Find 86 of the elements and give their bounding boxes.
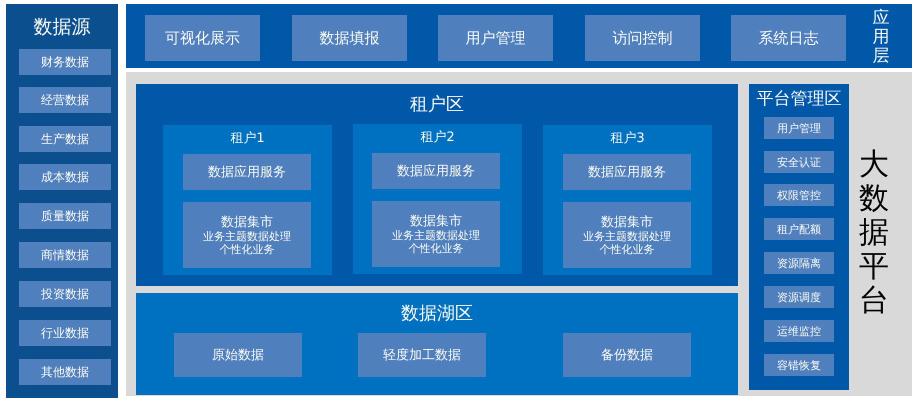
module-box [372, 153, 500, 189]
application-box [292, 15, 407, 61]
module-label: 访问控制 [612, 28, 672, 48]
module-label: 用户管理 [466, 28, 526, 48]
management-item-box [764, 320, 834, 342]
module-label: 资源隔离 [777, 256, 821, 270]
module-label: 经营数据 [41, 92, 89, 108]
zone-title: 平台管理区 [756, 88, 842, 110]
module-box [174, 333, 302, 377]
source-item-box [19, 164, 111, 190]
module-box [563, 154, 691, 190]
module-title: 数据集市 [410, 214, 462, 228]
module-description: 业务主题数据处理 [392, 228, 480, 242]
module-description: 业务主题数据处理 [203, 230, 291, 242]
module-box [563, 333, 691, 377]
module-label: 数据应用服务 [208, 164, 286, 181]
module-box [563, 202, 691, 268]
tenant-panel [543, 125, 712, 275]
source-item-box [19, 359, 111, 385]
tenant-zone-panel [136, 84, 738, 286]
management-item-box [764, 354, 834, 376]
module-label: 行业数据 [41, 324, 89, 342]
platform-panel [126, 72, 912, 396]
module-box [358, 333, 486, 377]
module-box [372, 201, 500, 267]
module-label: 质量数据 [41, 208, 89, 224]
module-label: 商情数据 [41, 246, 89, 264]
module-description: 业务主题数据处理 [583, 230, 671, 242]
management-panel [749, 84, 849, 390]
source-item-box [19, 87, 111, 113]
layer-title: 应用层 [872, 9, 890, 66]
application-box [438, 15, 553, 61]
management-item-box [764, 286, 834, 308]
tenant-panel [353, 124, 522, 274]
module-title: 数据集市 [601, 214, 653, 230]
data-source-panel [6, 4, 118, 398]
management-item-box [764, 218, 834, 240]
management-item-box [764, 117, 834, 139]
module-description: 个性化业务 [220, 242, 274, 256]
module-label: 租户配额 [777, 222, 821, 236]
module-label: 运维监控 [777, 324, 821, 338]
source-item-box [19, 281, 111, 307]
module-label: 系统日志 [758, 28, 818, 48]
source-item-box [19, 320, 111, 346]
module-label: 原始数据 [212, 347, 264, 364]
module-label: 轻度加工数据 [383, 347, 461, 364]
module-label: 其他数据 [41, 364, 89, 380]
management-item-box [764, 151, 834, 173]
zone-title: 租户区 [409, 93, 465, 116]
module-box [183, 154, 311, 190]
management-item-box [764, 184, 834, 206]
module-label: 投资数据 [41, 286, 89, 302]
module-label: 数据应用服务 [397, 163, 475, 180]
application-box [145, 15, 260, 61]
application-box [731, 15, 846, 61]
module-description: 个性化业务 [600, 242, 654, 256]
module-label: 成本数据 [41, 168, 89, 186]
tenant-title: 租户3 [609, 130, 646, 147]
tenant-title: 租户1 [229, 130, 266, 147]
source-item-box [19, 203, 111, 229]
module-label: 财务数据 [41, 54, 89, 70]
application-layer-band [126, 4, 912, 68]
module-label: 备份数据 [601, 347, 653, 364]
module-label: 可视化展示 [165, 28, 240, 48]
tenant-title: 租户2 [419, 129, 456, 146]
module-label: 数据应用服务 [588, 164, 666, 181]
application-box [585, 15, 700, 61]
source-item-box [19, 242, 111, 268]
module-label: 数据填报 [320, 28, 380, 48]
platform-title: 大数据平台 [858, 148, 890, 318]
module-label: 安全认证 [777, 154, 821, 170]
zone-title: 数据湖区 [400, 302, 474, 325]
panel-title: 数据源 [32, 15, 92, 40]
module-label: 资源调度 [777, 290, 821, 304]
source-item-box [19, 126, 111, 152]
module-box [183, 202, 311, 268]
module-label: 生产数据 [41, 130, 89, 148]
module-description: 个性化业务 [408, 242, 464, 254]
tenant-panel [163, 125, 332, 275]
module-label: 容错恢复 [777, 358, 821, 372]
management-item-box [764, 252, 834, 274]
source-item-box [19, 49, 111, 75]
module-label: 权限管控 [777, 188, 821, 202]
module-label: 用户管理 [777, 120, 821, 136]
module-title: 数据集市 [221, 214, 273, 230]
data-lake-panel [136, 293, 738, 395]
